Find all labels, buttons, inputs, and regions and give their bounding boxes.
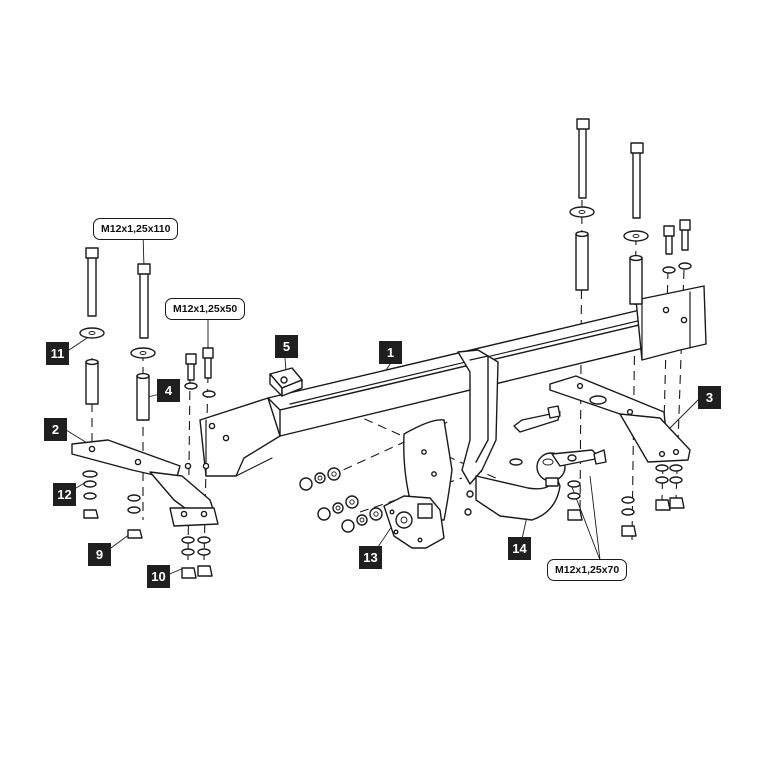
ball-mount-bolts	[509, 405, 607, 467]
part-number-3: 3	[698, 386, 721, 409]
part-number-5: 5	[275, 335, 298, 358]
square-plate-nut	[269, 367, 303, 397]
part-number-1: 1	[379, 341, 402, 364]
right-spacer-tubes	[575, 230, 643, 305]
bolt-spec-m12x110: M12x1,25x110	[93, 218, 179, 240]
socket-plate	[383, 495, 445, 549]
left-mounting-plate	[71, 439, 219, 527]
part-number-4: 4	[157, 379, 180, 402]
right-short-bolts	[662, 219, 692, 274]
right-long-bolts	[569, 118, 649, 242]
right-nuts-washers	[567, 464, 685, 537]
right-mounting-plate	[549, 375, 691, 463]
bolt-spec-m12x70: M12x1,25x70	[547, 559, 628, 581]
left-nuts-washers	[82, 470, 213, 579]
part-number-11: 11	[46, 342, 69, 365]
part-number-12: 12	[53, 483, 76, 506]
left-long-bolts	[79, 247, 156, 359]
part-number-10: 10	[147, 565, 170, 588]
bolt-spec-m12x50: M12x1,25x50	[165, 298, 246, 320]
part-number-14: 14	[508, 537, 531, 560]
socket-plate-fixings	[299, 467, 383, 533]
main-crossbeam	[199, 285, 707, 521]
left-short-bolts	[184, 347, 216, 398]
part-number-2: 2	[44, 418, 67, 441]
part-number-9: 9	[88, 543, 111, 566]
part-number-13: 13	[359, 546, 382, 569]
left-spacer-tubes	[85, 358, 150, 421]
